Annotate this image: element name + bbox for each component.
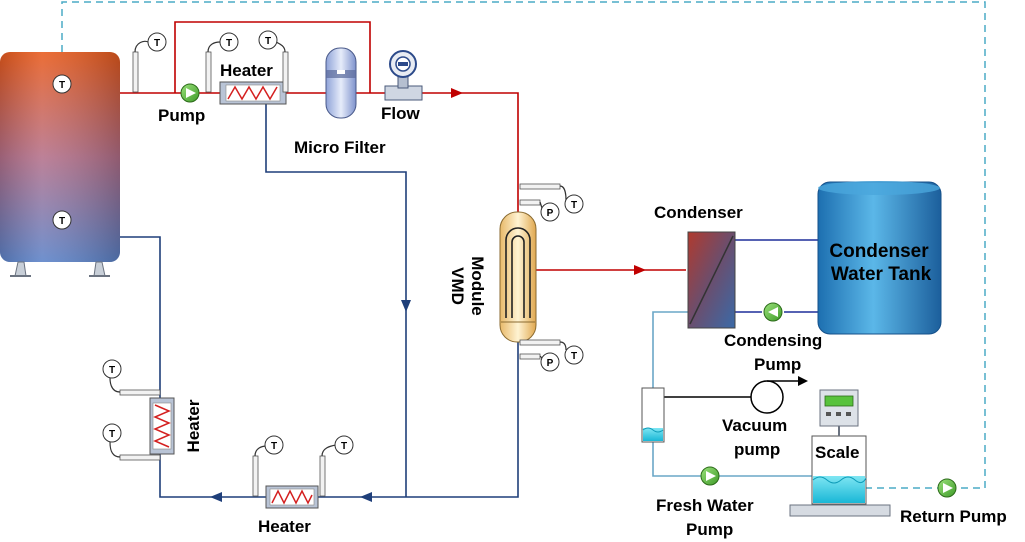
- temperature-sensor: T: [52, 74, 72, 94]
- svg-text:Heater: Heater: [184, 399, 203, 452]
- svg-text:T: T: [341, 441, 347, 452]
- heater-bottom-label: Heater: [258, 517, 311, 536]
- flow-meter: [384, 50, 423, 101]
- svg-text:VMD: VMD: [448, 267, 467, 305]
- svg-text:T: T: [109, 365, 115, 376]
- temperature-probe: T: [252, 435, 284, 497]
- temperature-probe: T: [132, 32, 167, 93]
- heater-left-label: Heater: [184, 399, 203, 452]
- flow-label: Flow: [381, 104, 420, 123]
- pressure-probe: P: [519, 352, 560, 372]
- vmd-module: [499, 211, 537, 343]
- condenser: [687, 231, 736, 329]
- svg-text:P: P: [547, 358, 554, 369]
- heater-top: [219, 81, 287, 105]
- heater-bottom: [265, 485, 319, 509]
- svg-text:T: T: [154, 38, 160, 49]
- vmd-module-label: VMD: [448, 267, 467, 305]
- scale: [789, 389, 891, 517]
- feed-tank: T T: [0, 52, 120, 277]
- temperature-sensor: T: [52, 210, 72, 230]
- condensing-pump-label: Condensing: [724, 331, 822, 350]
- cold-trap: [641, 387, 665, 443]
- cold-arrow-left-2: [210, 492, 222, 502]
- temperature-probe: T: [319, 435, 354, 497]
- hot-arrow-condenser: [634, 265, 646, 275]
- svg-text:T: T: [59, 216, 65, 227]
- fresh-water-pump: [700, 466, 720, 486]
- fresh-water-pump-label-2: Pump: [686, 520, 733, 539]
- condenser-label: Condenser: [654, 203, 743, 222]
- svg-text:T: T: [109, 429, 115, 440]
- temperature-probe: T: [519, 339, 584, 365]
- condensate-lines: [652, 311, 812, 477]
- heater-top-label: Heater: [220, 61, 273, 80]
- condenser-tank-lines: [735, 239, 818, 313]
- cold-lines: [120, 102, 519, 498]
- condensing-pump-label-2: Pump: [754, 355, 801, 374]
- condenser-tank-label: Condenser: [829, 241, 929, 262]
- micro-filter-label: Micro Filter: [294, 138, 386, 157]
- return-pump-label: Return Pump: [900, 507, 1007, 526]
- cold-arrow-down: [401, 300, 411, 312]
- condenser-tank-label-2: Water Tank: [831, 264, 932, 285]
- vmd-module-label-2: Module: [468, 256, 487, 316]
- svg-text:T: T: [571, 351, 577, 362]
- micro-filter: [325, 47, 357, 119]
- temperature-probe: T: [102, 359, 161, 396]
- svg-text:Module: Module: [468, 256, 487, 316]
- temperature-probe: T: [102, 423, 161, 461]
- vacuum-pump: [750, 376, 808, 414]
- pump-label: Pump: [158, 106, 205, 125]
- hot-lines: [120, 21, 686, 271]
- temperature-probe: T: [519, 183, 584, 214]
- pump-top: [180, 83, 200, 103]
- heater-left: [149, 397, 175, 455]
- svg-text:T: T: [59, 80, 65, 91]
- svg-text:T: T: [226, 38, 232, 49]
- return-pump: [937, 478, 957, 498]
- svg-text:T: T: [271, 441, 277, 452]
- svg-text:T: T: [571, 200, 577, 211]
- cold-arrow-left-1: [360, 492, 372, 502]
- hot-arrow-top: [451, 88, 463, 98]
- svg-text:P: P: [547, 208, 554, 219]
- condensing-pump: [763, 302, 783, 322]
- condenser-water-tank: [817, 181, 942, 335]
- vacuum-pump-label-2: pump: [734, 440, 780, 459]
- temperature-probe: T: [205, 32, 239, 93]
- scale-label: Scale: [815, 443, 859, 462]
- fresh-water-pump-label: Fresh Water: [656, 496, 754, 515]
- temperature-probe: T: [258, 30, 289, 93]
- svg-text:T: T: [265, 36, 271, 47]
- pressure-probe: P: [519, 199, 560, 222]
- vacuum-pump-label: Vacuum: [722, 416, 787, 435]
